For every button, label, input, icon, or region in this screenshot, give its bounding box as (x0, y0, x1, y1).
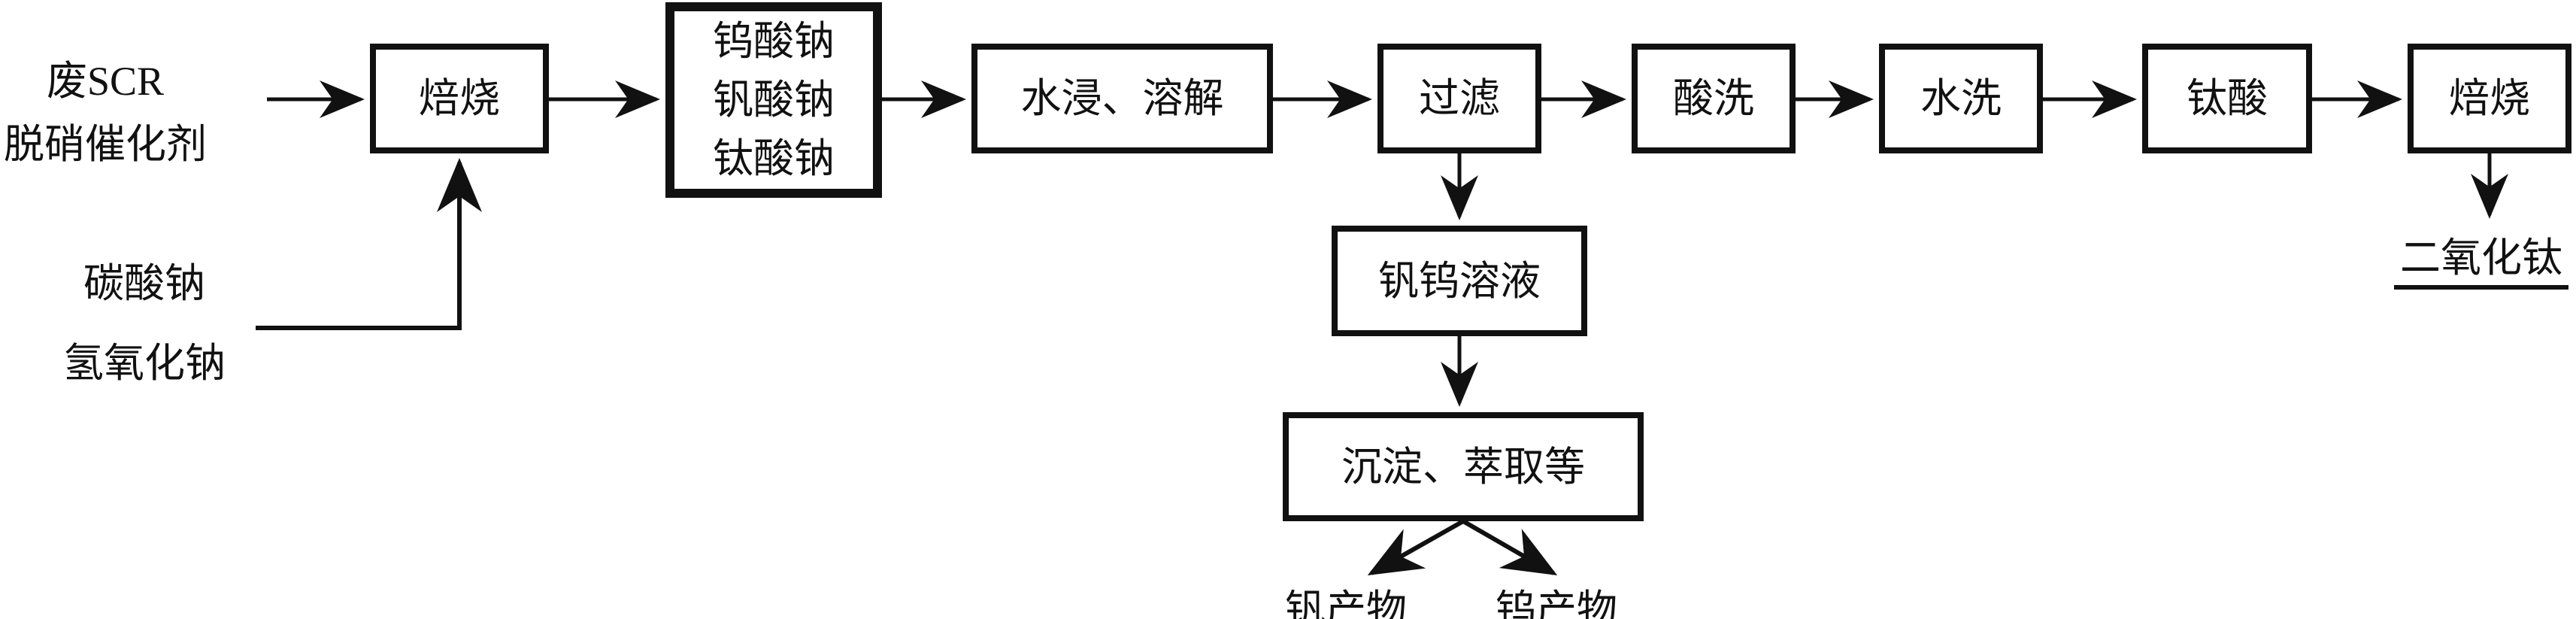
label-waste-scr-line2: 脱硝催化剂 (4, 122, 207, 167)
node-water-washing-label: 水洗 (1920, 76, 2002, 121)
label-vanadium-products: 钒产物 (1233, 576, 1459, 619)
node-vanadium-tungsten-solution: 钒钨溶液 (1332, 226, 1587, 336)
node-water-washing: 水洗 (1879, 44, 2043, 153)
node-vanadium-tungsten-solution-label: 钒钨溶液 (1378, 258, 1541, 304)
label-titanium-dioxide-text: 二氧化钛 (2394, 235, 2568, 290)
node-titanic-acid-label: 钛酸 (2187, 76, 2268, 121)
label-waste-scr-line1: 废SCR (46, 59, 165, 104)
label-titanium-dioxide: 二氧化钛 (2380, 224, 2576, 290)
node-roasting-1: 焙烧 (370, 44, 549, 153)
node-acid-washing-label: 酸洗 (1673, 76, 1754, 121)
node-sodium-vanadate-label: 钒酸钠 (713, 77, 835, 123)
node-roasting-1-label: 焙烧 (419, 76, 500, 121)
node-water-leaching: 水浸、溶解 (971, 44, 1273, 153)
label-waste-scr-catalyst: 废SCR 脱硝催化剂 (0, 50, 211, 176)
label-sodium-carbonate: 碳酸钠 (83, 261, 205, 306)
node-sodium-salts: 钨酸钠 钒酸钠 钛酸钠 (665, 2, 882, 198)
arrow-precipitation-to-w-products (1462, 519, 1558, 575)
label-sodium-hydroxide: 氢氧化钠 (63, 341, 226, 386)
label-vanadium-products-text: 钒产物 (1285, 587, 1407, 619)
node-filtration-label: 过滤 (1419, 76, 1500, 121)
arrow-precipitation-to-v-products (1367, 519, 1465, 575)
node-acid-washing: 酸洗 (1632, 44, 1796, 153)
node-titanic-acid: 钛酸 (2142, 44, 2312, 153)
label-tungsten-products-text: 钨产物 (1496, 587, 1617, 619)
node-roasting-2-label: 焙烧 (2449, 76, 2530, 121)
node-sodium-tungstate-label: 钨酸钠 (713, 19, 835, 64)
arrow-reagents-to-roast1 (256, 158, 482, 330)
node-filtration: 过滤 (1377, 44, 1541, 153)
node-precipitation-extraction-label: 沉淀、萃取等 (1341, 444, 1585, 490)
label-tungsten-products: 钨产物 (1444, 576, 1669, 619)
node-sodium-titanate-label: 钛酸钠 (713, 136, 835, 181)
node-water-leaching-label: 水浸、溶解 (1020, 76, 1224, 121)
label-sodium-carbonate-hydroxide: 碳酸钠 氢氧化钠 (32, 263, 257, 384)
node-precipitation-extraction: 沉淀、萃取等 (1283, 412, 1644, 521)
node-roasting-2: 焙烧 (2408, 44, 2571, 153)
